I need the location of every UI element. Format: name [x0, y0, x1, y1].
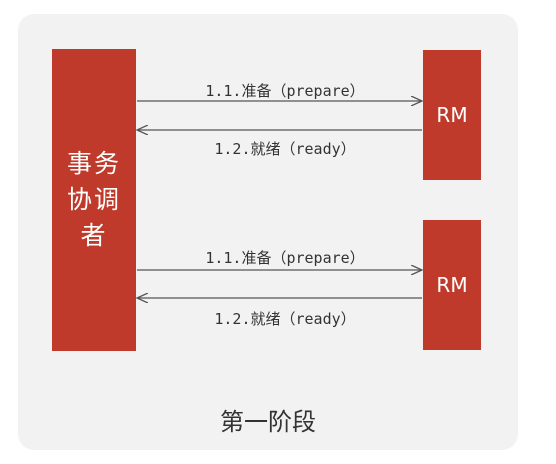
- ready-label-2: 1.2.就绪（ready）: [214, 310, 356, 328]
- ready-label-1: 1.2.就绪（ready）: [214, 140, 356, 158]
- resource-manager-box-1: RM: [423, 50, 481, 180]
- resource-manager-label-2: RM: [436, 273, 468, 297]
- prepare-label-1: 1.1.准备（prepare）: [205, 82, 365, 100]
- resource-manager-box-2: RM: [423, 220, 481, 350]
- phase-caption: 第一阶段: [220, 408, 316, 436]
- prepare-label-2: 1.1.准备（prepare）: [205, 249, 365, 267]
- transaction-coordinator-label: 事务协调者: [66, 149, 121, 250]
- transaction-coordinator-box: 事务协调者: [52, 49, 136, 351]
- resource-manager-label-1: RM: [436, 103, 468, 127]
